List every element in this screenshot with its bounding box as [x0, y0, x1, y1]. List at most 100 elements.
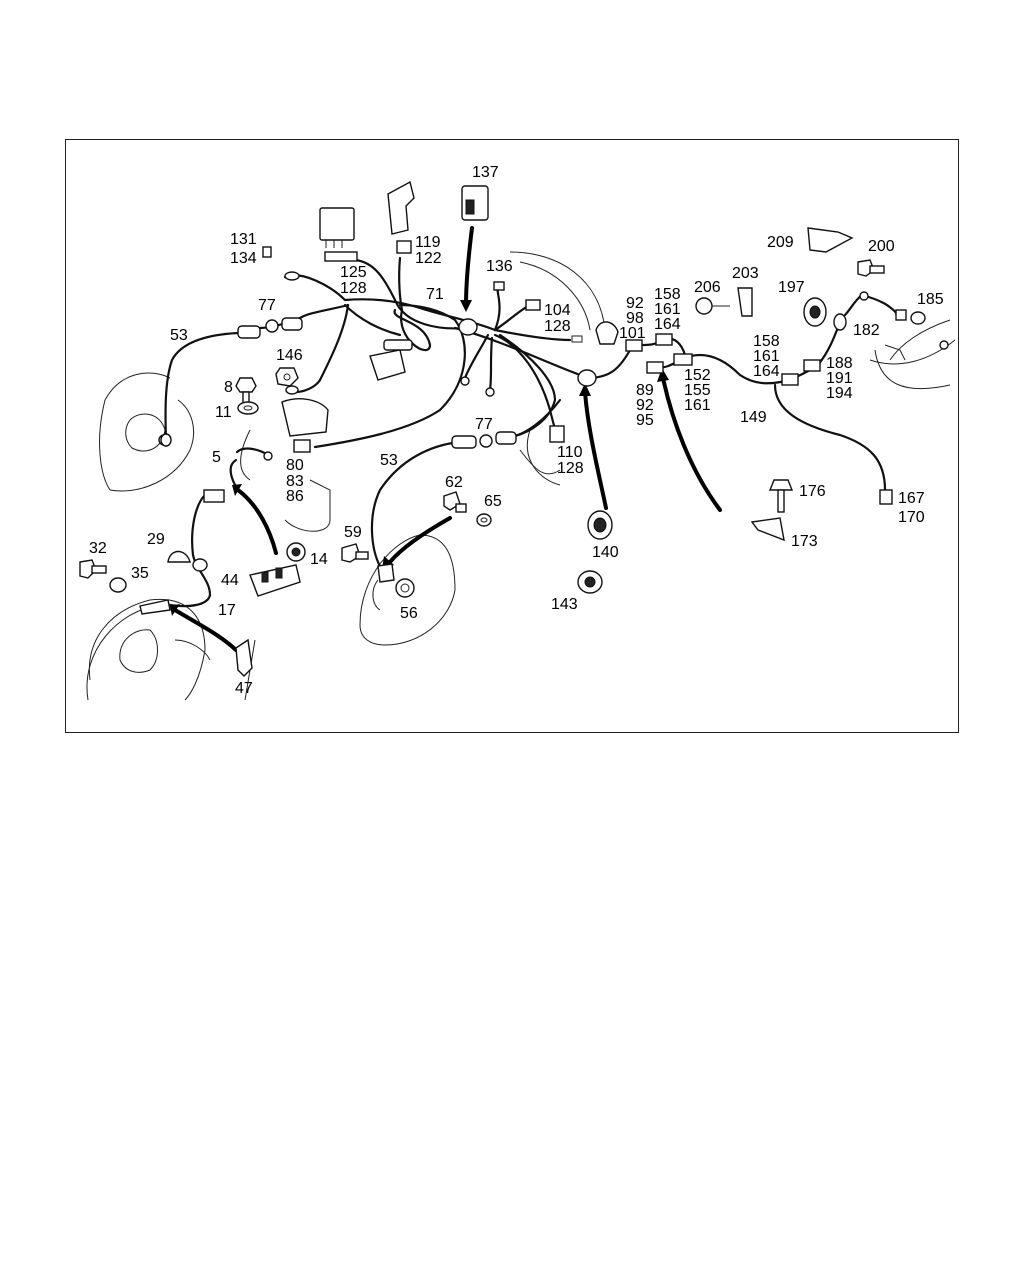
sensor-17-icon	[139, 599, 171, 615]
right-wheel-housing	[874, 340, 951, 390]
bracket-173-icon	[750, 517, 785, 542]
part-label-l56: 56	[400, 605, 418, 622]
part-label-l35: 35	[131, 565, 149, 582]
part-label-l185: 185	[917, 291, 944, 308]
part-label-l158a: 158	[654, 286, 681, 303]
connector-80-icon	[293, 439, 311, 453]
front-left-brake-disc	[99, 372, 194, 492]
part-label-l194: 194	[826, 385, 853, 402]
sensor-77-left-icon	[237, 317, 303, 339]
part-label-l29: 29	[147, 531, 165, 548]
sensor-77-center-icon	[451, 431, 517, 449]
part-label-l95: 95	[636, 412, 654, 429]
part-label-l200: 200	[868, 238, 895, 255]
grommet-29-icon	[167, 550, 191, 563]
clip-182b-icon	[859, 291, 869, 301]
part-label-l140: 140	[592, 544, 619, 561]
components	[79, 180, 926, 677]
connector-119-icon	[396, 240, 412, 254]
connector-104-icon	[525, 299, 541, 311]
part-label-l92b: 92	[636, 397, 654, 414]
bolt-62-icon	[443, 491, 467, 513]
part-label-l191: 191	[826, 370, 853, 387]
part-label-l164b: 164	[753, 363, 780, 380]
screw-176-icon	[768, 479, 794, 513]
holder-44-icon	[249, 564, 301, 597]
part-label-l125: 125	[340, 264, 367, 281]
part-label-l119: 119	[415, 234, 441, 251]
control-module-icon	[319, 207, 355, 248]
connector-89-icon	[646, 361, 664, 374]
part-label-l197: 197	[778, 279, 805, 296]
connector-158-icon	[655, 333, 673, 346]
part-label-l65: 65	[484, 493, 502, 510]
part-label-l206: 206	[694, 279, 721, 296]
clip-182-icon	[833, 313, 847, 331]
washer-35-icon	[109, 577, 127, 593]
part-label-l98: 98	[626, 310, 644, 327]
part-label-l14: 14	[310, 551, 328, 568]
part-label-l32: 32	[89, 540, 107, 557]
part-label-l47: 47	[235, 680, 253, 697]
part-label-l44: 44	[221, 572, 239, 589]
nut-146-icon	[275, 367, 299, 387]
part-label-l143: 143	[551, 596, 578, 613]
part-label-l53b: 53	[380, 452, 398, 469]
connector-110-icon	[549, 425, 565, 443]
bolt-200-icon	[857, 259, 885, 277]
part-label-l182: 182	[853, 322, 880, 339]
terminal-5-icon	[263, 451, 273, 461]
terminal-146-icon	[285, 385, 299, 395]
callout-arrows	[170, 226, 722, 652]
part-label-l5: 5	[212, 449, 221, 466]
wiring-harness	[164, 256, 900, 608]
part-label-l17: 17	[218, 602, 236, 619]
part-label-l170: 170	[898, 509, 925, 526]
connector-5-icon	[203, 489, 225, 503]
ring-terminal-2-icon	[485, 387, 495, 397]
grommet-197-icon	[803, 297, 827, 327]
part-label-l161c: 161	[753, 348, 780, 365]
relay-137-icon	[461, 185, 489, 221]
bracket-209-icon	[807, 227, 854, 253]
part-label-l92a: 92	[626, 295, 644, 312]
part-label-l188: 188	[826, 355, 853, 372]
fuse-block-icon	[369, 339, 413, 381]
connector-136-icon	[493, 281, 505, 291]
part-label-l128a: 128	[340, 280, 367, 297]
part-label-l149: 149	[740, 409, 767, 426]
part-label-l62: 62	[445, 474, 463, 491]
part-label-l53a: 53	[170, 327, 188, 344]
clip-17-icon	[192, 558, 208, 572]
part-label-l152: 152	[684, 367, 711, 384]
part-label-l59: 59	[344, 524, 362, 541]
part-label-l209: 209	[767, 234, 794, 251]
plug-101-icon	[595, 321, 619, 345]
part-label-l122: 122	[415, 250, 442, 267]
part-number-labels: 1371311341191221251281367110412877531468…	[89, 164, 944, 697]
connector-92-icon	[625, 339, 643, 352]
part-label-l203: 203	[732, 265, 759, 282]
clip-47-icon	[235, 638, 253, 677]
screw-206-icon	[695, 297, 730, 315]
connector-125-icon	[324, 251, 358, 262]
part-label-l77b: 77	[475, 416, 493, 433]
part-label-l104: 104	[544, 302, 571, 319]
sensor-185-icon	[895, 309, 907, 321]
part-label-l155: 155	[684, 382, 711, 399]
bracket-203-icon	[737, 287, 753, 317]
connector-152-icon	[673, 353, 693, 366]
grommet-main-icon	[577, 369, 597, 387]
washer-11-icon	[237, 401, 259, 415]
plug-104-icon	[571, 335, 583, 343]
part-label-l128c: 128	[557, 460, 584, 477]
part-label-l158b: 158	[753, 333, 780, 350]
part-label-l71: 71	[426, 286, 444, 303]
grommet-14-icon	[286, 542, 306, 562]
part-label-l161a: 161	[654, 301, 681, 318]
part-label-l176: 176	[799, 483, 826, 500]
ring-terminal-icon	[460, 376, 470, 386]
part-label-l136: 136	[486, 258, 513, 275]
connector-167-icon	[879, 489, 893, 505]
bolt-59-icon	[341, 543, 369, 563]
